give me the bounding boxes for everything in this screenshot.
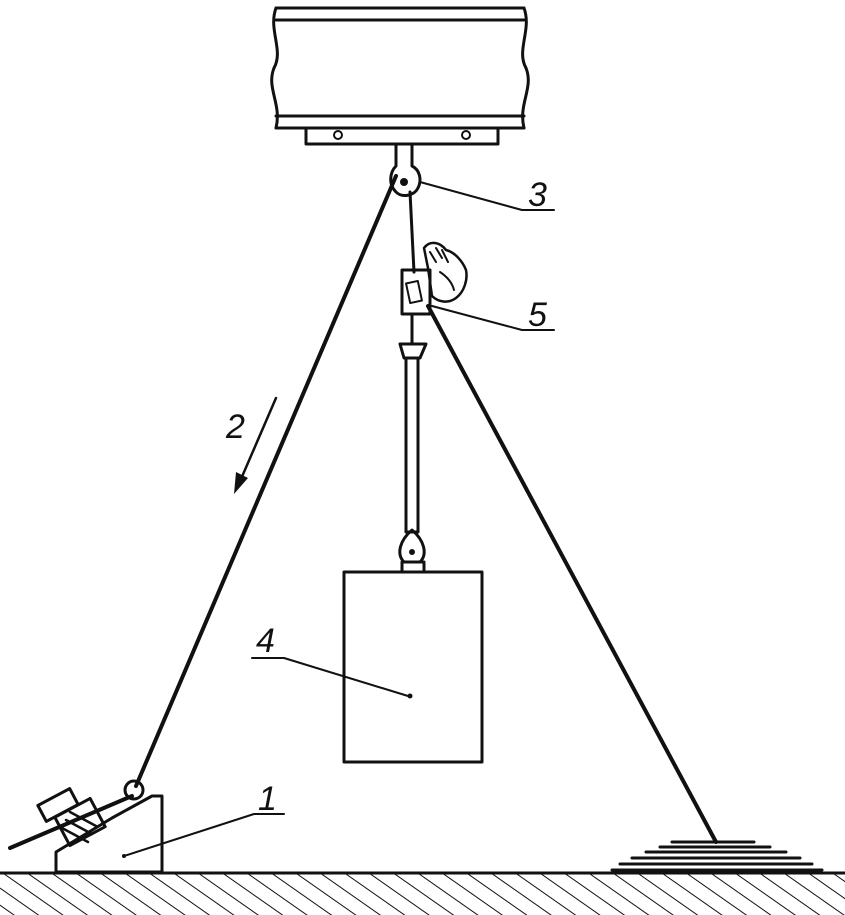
label-pulley: 3 xyxy=(528,176,547,214)
winch xyxy=(8,779,164,874)
gloved-hand xyxy=(422,241,468,303)
rope-vertical xyxy=(408,190,416,274)
label-clamp: 5 xyxy=(528,296,547,334)
leader-lines xyxy=(123,181,555,857)
ground xyxy=(0,871,845,915)
rope-coil xyxy=(610,840,824,872)
rope-right xyxy=(426,304,718,844)
label-rope: 2 xyxy=(225,408,245,446)
label-load: 4 xyxy=(256,622,275,660)
overhead-beam xyxy=(270,6,530,130)
label-winch: 1 xyxy=(258,780,277,818)
direction-arrow xyxy=(234,396,278,494)
rope-clamp xyxy=(400,268,432,316)
load-center-dot xyxy=(407,693,413,699)
load-block xyxy=(342,570,484,764)
rope-left xyxy=(134,174,398,788)
pulley-block xyxy=(389,142,422,197)
mounting-plate xyxy=(304,126,500,146)
sling xyxy=(398,312,428,574)
